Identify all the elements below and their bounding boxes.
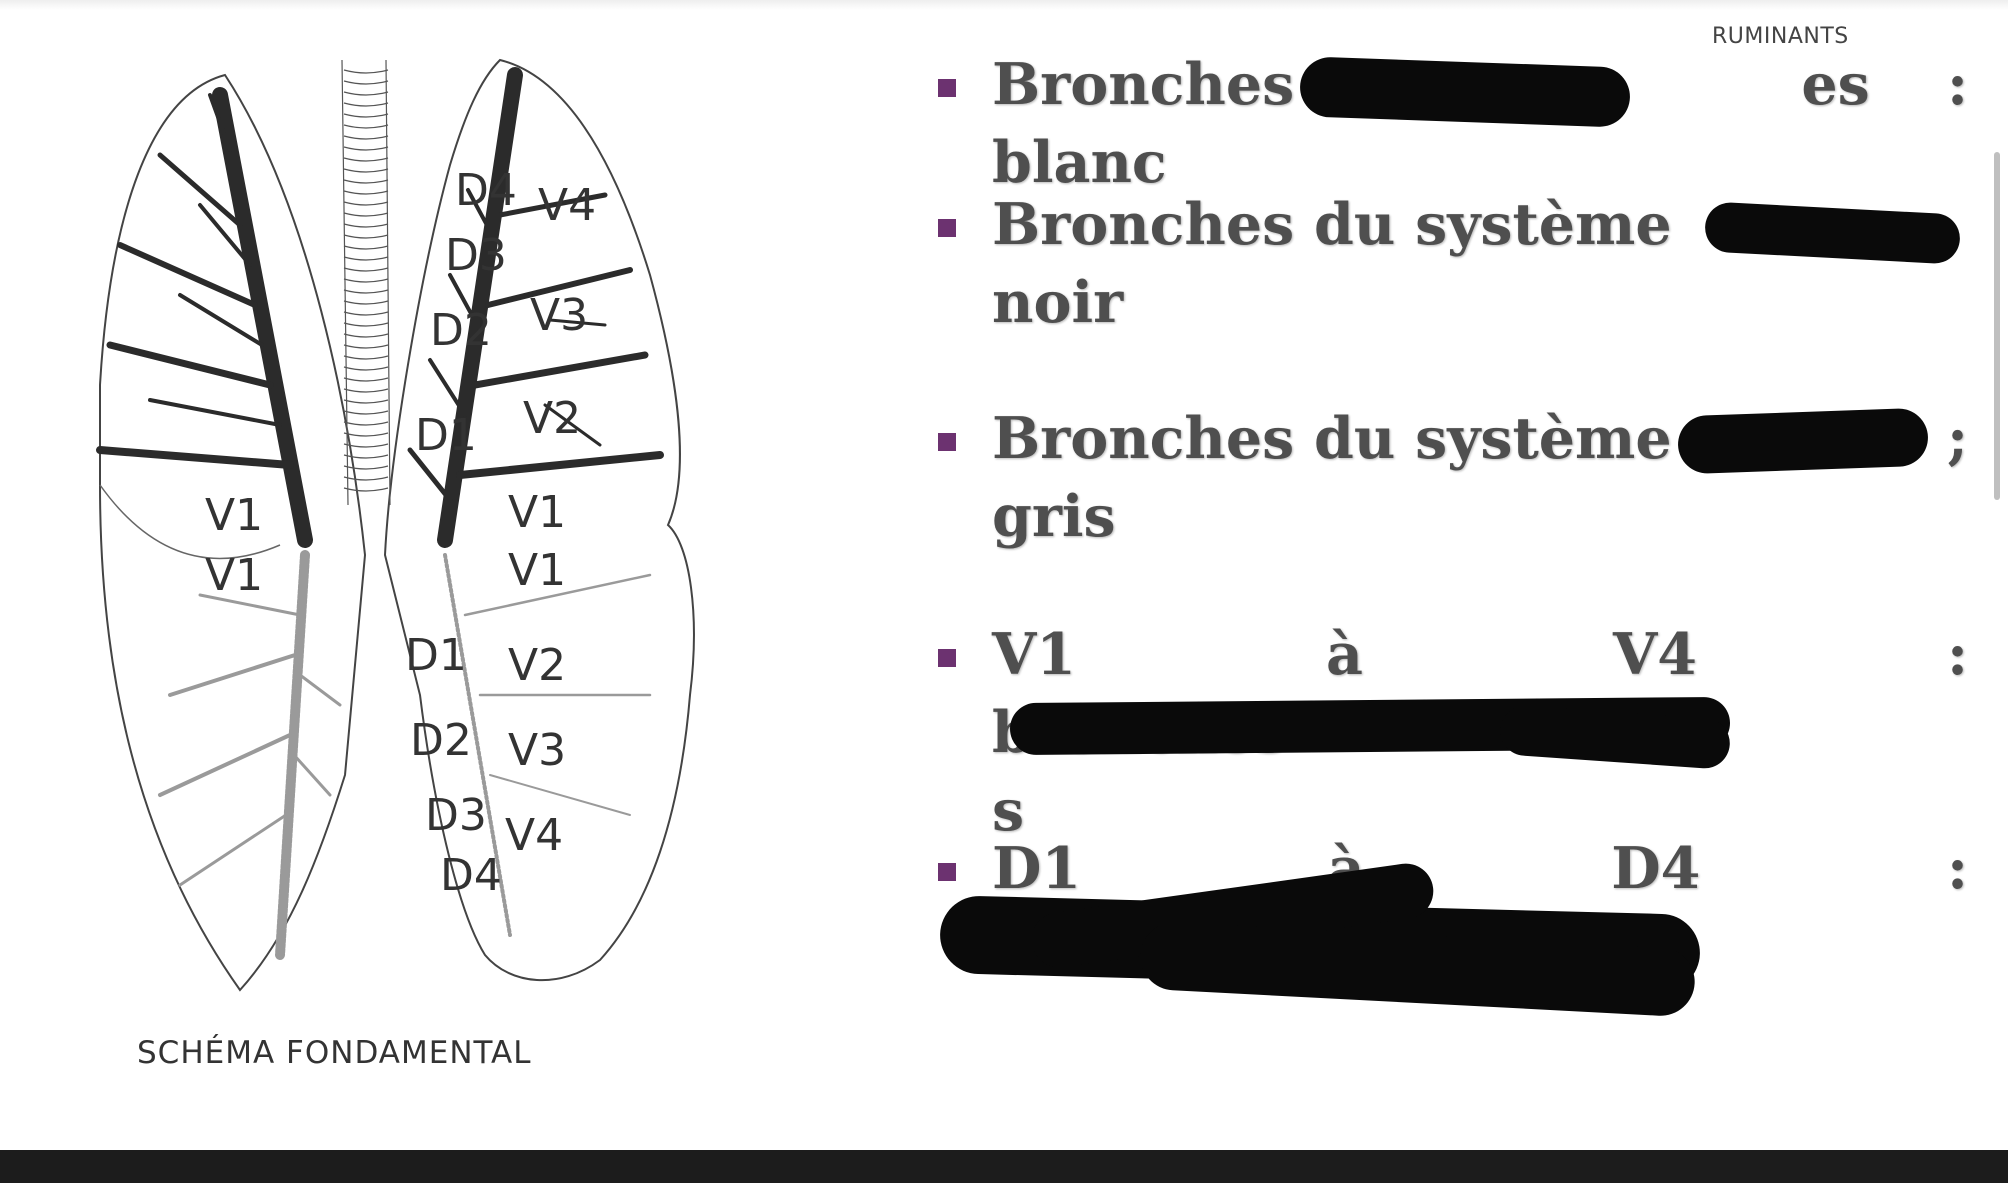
label-lr-2: V2: [508, 640, 566, 691]
label-ur-2: D3: [445, 230, 507, 281]
label-ur-4: D2: [430, 305, 492, 356]
redaction-mark: [1677, 407, 1929, 475]
left-upper-bronchi: [96, 87, 313, 548]
bullet-text: Bronches du système; gris: [992, 405, 1968, 550]
label-lr-3: D2: [410, 715, 472, 766]
bullet-line: s: [992, 777, 1025, 844]
label-ur-0: D4: [455, 165, 517, 216]
bullet-line: gris: [992, 483, 1116, 550]
bullet-line: es : blanc: [992, 51, 1968, 196]
diagram-caption: SCHÉMA FONDAMENTAL: [137, 1035, 532, 1071]
lobe-labels: V1 D4 V4 D3 V3 D2 D1 V2 V1 V1 V1 D1 V2 D…: [205, 165, 596, 901]
vertical-scrollbar[interactable]: [1994, 152, 2000, 500]
bullet-marker: [938, 219, 956, 237]
trachea: [341, 59, 391, 506]
bullet-marker: [938, 649, 956, 667]
bronchial-tree-diagram: V1 D4 V4 D3 V3 D2 D1 V2 V1 V1 V1 D1 V2 D…: [96, 58, 695, 992]
bullet-marker: [938, 863, 956, 881]
left-lung-outline: [99, 73, 367, 992]
label-lr-0: V1: [508, 545, 566, 596]
bullet-item: Bronches du système noir: [938, 186, 1968, 342]
section-label: RUMINANTS: [1712, 24, 1849, 49]
bullet-marker: [938, 433, 956, 451]
label-ur-5: D1: [415, 410, 477, 461]
bullet-marker: [938, 79, 956, 97]
bullet-line: noir: [992, 269, 1124, 336]
label-ur-6: V2: [523, 393, 581, 444]
lower-bronchi: [158, 550, 652, 960]
label-ll-0: V1: [205, 550, 263, 601]
label-lr-5: D3: [425, 790, 487, 841]
bottom-toolbar: [0, 1150, 2008, 1183]
label-lr-6: V4: [505, 810, 563, 861]
label-ul-0: V1: [205, 490, 263, 541]
label-ur-1: V4: [538, 180, 596, 231]
bullet-item: Bronches du système; gris: [938, 400, 1968, 556]
bullet-line: Bronches du système: [992, 191, 1672, 258]
label-lr-1: D1: [405, 630, 467, 681]
redaction-mark: [1299, 56, 1631, 128]
right-upper-bronchi: [407, 67, 664, 548]
bullet-line: Bronches du système: [992, 405, 1672, 472]
label-lr-7: D4: [440, 850, 502, 901]
label-ur-7: V1: [508, 487, 566, 538]
slide: RUMINANTS: [0, 0, 2008, 1071]
top-shadow: [0, 0, 2008, 10]
right-lung-outline: [383, 58, 695, 981]
label-lr-4: V3: [508, 725, 566, 776]
label-ur-3: V3: [530, 290, 588, 341]
bullet-text: Bronches du système noir: [992, 186, 1968, 342]
